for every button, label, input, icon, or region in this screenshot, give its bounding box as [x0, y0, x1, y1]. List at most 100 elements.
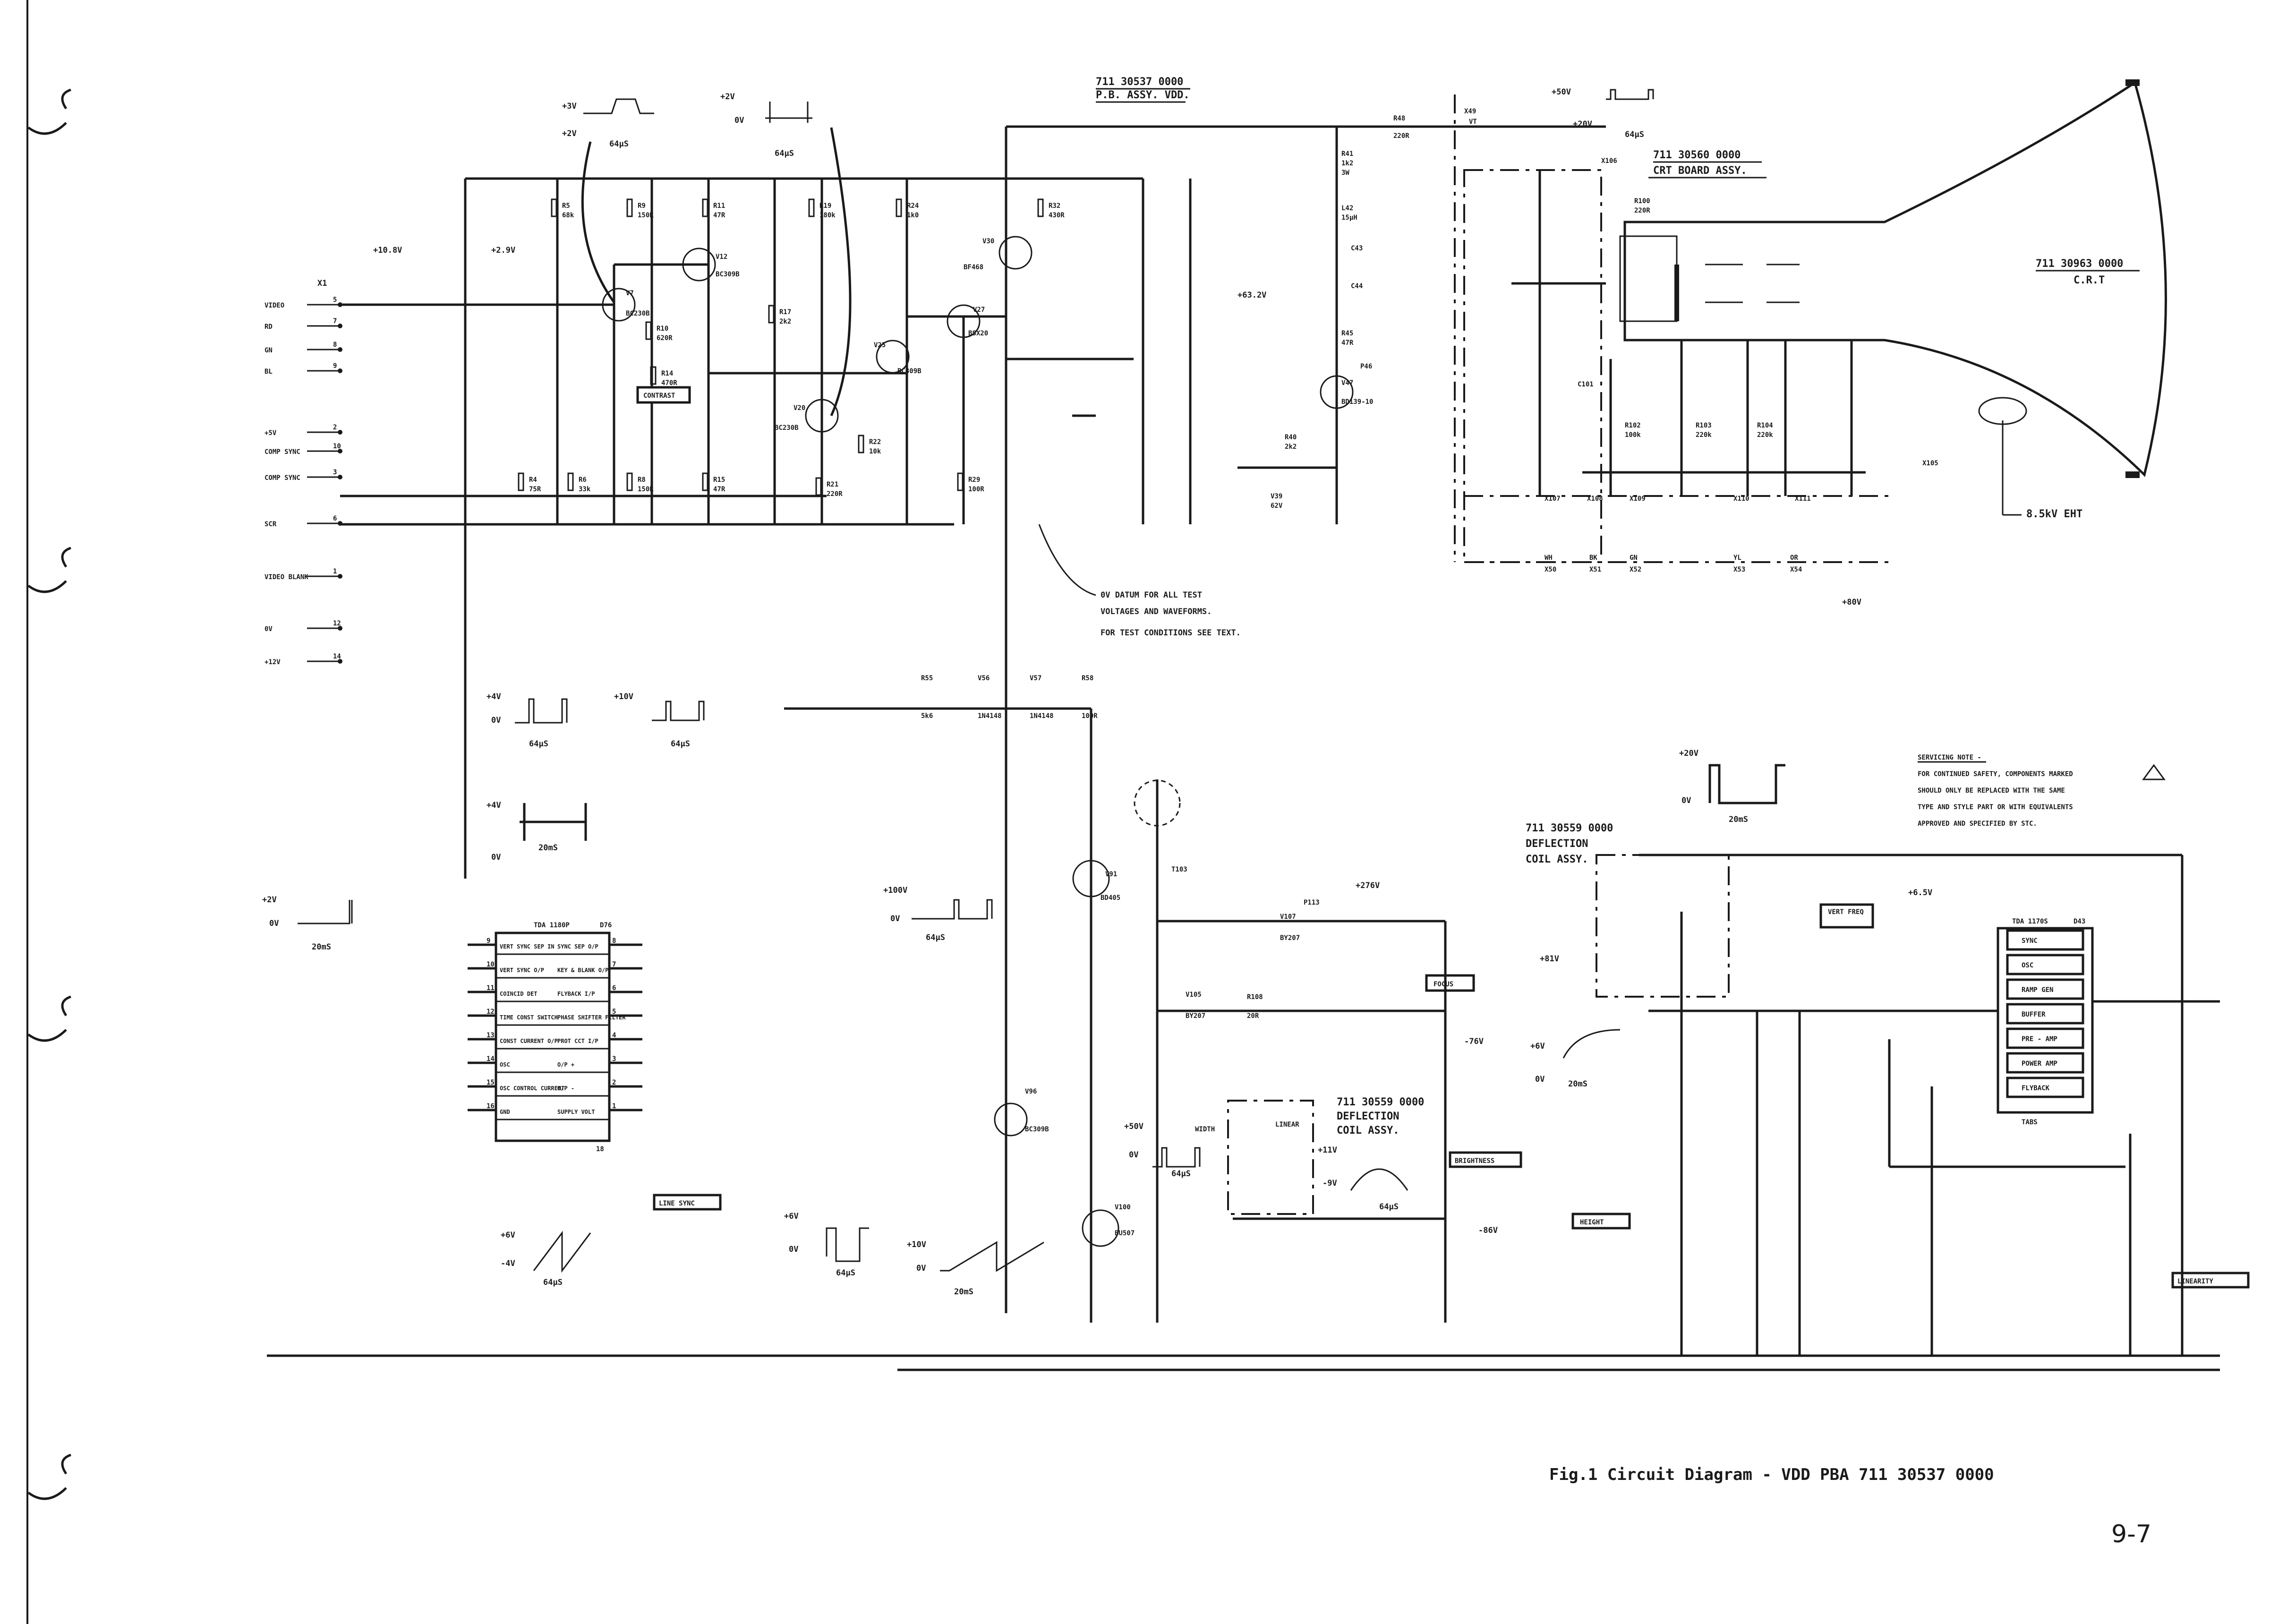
- svg-text:64µS: 64µS: [1379, 1202, 1399, 1212]
- resistor-ref: R29: [968, 476, 980, 484]
- ic-function-left: VERT SYNC O/P: [500, 967, 544, 974]
- svg-text:COIL ASSY.: COIL ASSY.: [1337, 1125, 1399, 1137]
- svg-text:VT: VT: [1469, 118, 1477, 126]
- svg-text:R100: R100: [1634, 197, 1650, 205]
- svg-text:P46: P46: [1360, 363, 1372, 370]
- svg-text:LINEAR: LINEAR: [1275, 1121, 1299, 1128]
- input-pin: 2: [333, 424, 337, 431]
- resistor-value: 470R: [661, 379, 677, 387]
- contrast-label: CONTRAST: [643, 392, 675, 400]
- svg-text:C101: C101: [1578, 381, 1594, 388]
- svg-text:220k: 220k: [1696, 431, 1712, 439]
- svg-text:3W: 3W: [1341, 169, 1349, 177]
- resistor-value: 100R: [968, 486, 984, 493]
- vertical-output: [1639, 854, 2220, 1356]
- crt-board-number: 711 30560 0000: [1653, 149, 1741, 161]
- svg-text:64µS: 64µS: [529, 739, 548, 749]
- svg-text:V12: V12: [716, 253, 727, 261]
- svg-text:64µS: 64µS: [926, 933, 945, 942]
- ic-function-left: OSC: [500, 1061, 510, 1068]
- svg-text:0V: 0V: [1535, 1075, 1545, 1084]
- svg-text:R104: R104: [1757, 422, 1773, 429]
- svg-text:X109: X109: [1630, 495, 1646, 503]
- svg-text:+80V: +80V: [1842, 598, 1861, 607]
- svg-text:C44: C44: [1351, 282, 1363, 290]
- resistor-value: 150R: [638, 212, 654, 219]
- input-label: 0V: [265, 625, 273, 633]
- input-pin: 12: [333, 620, 341, 627]
- resistor-value: 620R: [657, 334, 673, 342]
- svg-text:220k: 220k: [1757, 431, 1773, 439]
- ic-pin: 4: [612, 1032, 616, 1039]
- svg-text:V27: V27: [973, 306, 985, 314]
- svg-text:20mS: 20mS: [1568, 1079, 1587, 1089]
- svg-text:C43: C43: [1351, 245, 1363, 252]
- ic-function-right: O/P +: [557, 1061, 574, 1068]
- ic-function-right: SUPPLY VOLT: [557, 1109, 595, 1115]
- svg-text:L42: L42: [1341, 205, 1353, 212]
- svg-text:0V: 0V: [269, 919, 279, 928]
- ic-function-right: FLYBACK I/P: [557, 991, 595, 997]
- svg-text:R48: R48: [1393, 115, 1405, 122]
- figure-caption: Fig.1 Circuit Diagram - VDD PBA 711 3053…: [1549, 1465, 1994, 1484]
- brightness-label: BRIGHTNESS: [1455, 1157, 1494, 1165]
- svg-text:100k: 100k: [1625, 431, 1641, 439]
- resistor-value: 75R: [529, 486, 541, 493]
- svg-text:X105: X105: [1922, 460, 1938, 467]
- input-pin: 7: [333, 317, 337, 325]
- contrast-control-box: [636, 386, 691, 404]
- svg-text:+6V: +6V: [501, 1231, 515, 1240]
- servicing-note: SERVICING NOTE - FOR CONTINUED SAFETY, C…: [1918, 754, 2166, 828]
- svg-text:R103: R103: [1696, 422, 1712, 429]
- crt-pin-colour: BK: [1589, 554, 1597, 562]
- input-pin: 8: [333, 341, 337, 349]
- page-number: 9-7: [2111, 1520, 2151, 1548]
- input-pin: 3: [333, 469, 337, 476]
- crt-board-name: CRT BOARD ASSY.: [1653, 165, 1747, 177]
- ic-pin: 10: [486, 961, 495, 968]
- svg-text:0V: 0V: [491, 853, 501, 862]
- input-pin: 14: [333, 653, 341, 660]
- svg-text:5k6: 5k6: [921, 712, 933, 720]
- crt-pin-colour: WH: [1545, 554, 1553, 562]
- ic-pin: 13: [486, 1032, 495, 1039]
- ic-function-right: KEY & BLANK O/P: [557, 967, 608, 974]
- svg-text:18: 18: [596, 1145, 604, 1153]
- resistor-value: 180k: [819, 212, 836, 219]
- svg-text:BY207: BY207: [1186, 1012, 1205, 1020]
- svg-text:64µS: 64µS: [671, 739, 690, 749]
- focus-label: FOCUS: [1434, 981, 1453, 988]
- svg-text:+63.2V: +63.2V: [1237, 291, 1266, 300]
- svg-text:D43: D43: [2074, 918, 2085, 925]
- svg-text:+2V: +2V: [562, 129, 577, 138]
- svg-text:V47: V47: [1341, 379, 1353, 387]
- svg-text:+4V: +4V: [486, 692, 501, 701]
- svg-text:-4V: -4V: [501, 1259, 515, 1268]
- svg-text:BC309B: BC309B: [897, 368, 922, 375]
- resistor-value: 1k0: [907, 212, 919, 219]
- input-label: VIDEO BLANK: [265, 573, 308, 581]
- ic-pin: 11: [486, 984, 495, 992]
- svg-text:V25: V25: [874, 342, 886, 349]
- svg-text:+6.5V: +6.5V: [1908, 888, 1932, 897]
- ic-function-left: GND: [500, 1109, 510, 1115]
- waveforms: +3V +2V 64µS +2V 0V 64µS +50V +20V 64µS …: [262, 87, 1785, 1297]
- svg-text:TABS: TABS: [2022, 1119, 2038, 1126]
- crt-pin-colour: OR: [1790, 554, 1798, 562]
- test-note: 0V DATUM FOR ALL TEST VOLTAGES AND WAVEF…: [1038, 524, 1241, 638]
- svg-text:0V: 0V: [491, 716, 501, 725]
- svg-text:TDA 1170S: TDA 1170S: [2012, 918, 2048, 925]
- svg-text:V105: V105: [1186, 991, 1202, 999]
- svg-text:BY207: BY207: [1280, 934, 1300, 942]
- svg-text:BC309B: BC309B: [1025, 1126, 1049, 1133]
- svg-text:64µS: 64µS: [1625, 130, 1644, 139]
- ic-pin: 16: [486, 1103, 495, 1110]
- svg-text:DEFLECTION: DEFLECTION: [1337, 1111, 1399, 1122]
- ic-function-right: PROT CCT I/P: [557, 1038, 598, 1044]
- svg-text:VOLTAGES AND WAVEFORMS.: VOLTAGES AND WAVEFORMS.: [1101, 607, 1212, 616]
- input-label: +12V: [265, 658, 281, 666]
- resistor-value: 47R: [713, 486, 725, 493]
- resistor-value: 150R: [638, 486, 654, 493]
- svg-text:BC230B: BC230B: [626, 310, 650, 317]
